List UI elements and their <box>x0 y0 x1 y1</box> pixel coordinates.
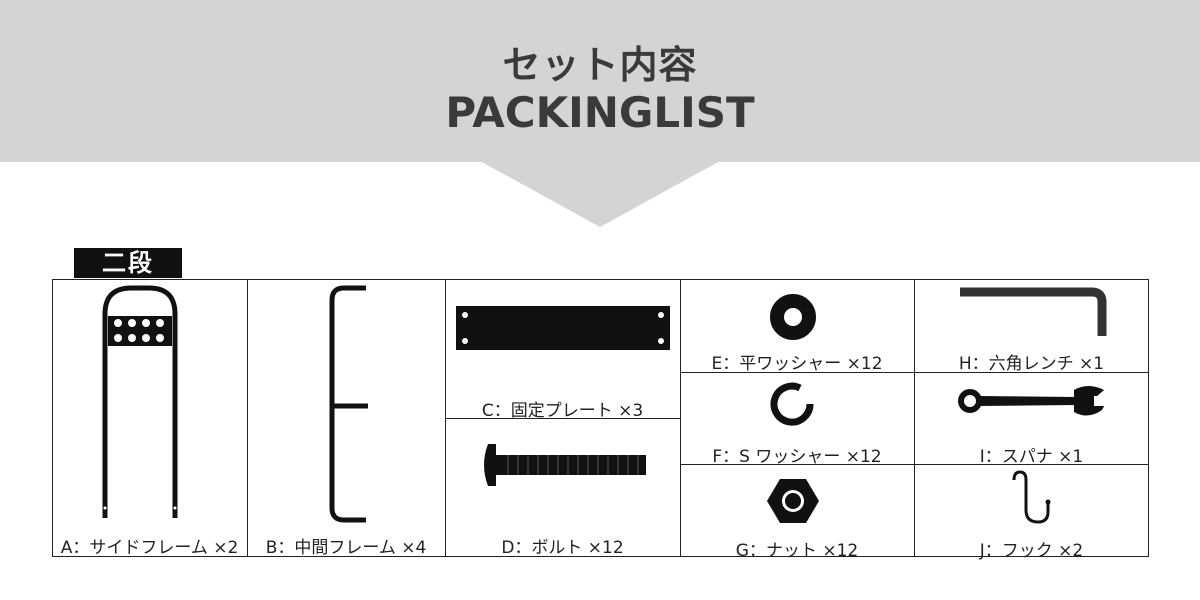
fixing-plate-icon <box>456 306 670 350</box>
s-hook-icon <box>1012 470 1051 524</box>
table-divider <box>680 372 1149 373</box>
nut-icon <box>767 479 819 523</box>
page-title-jp: セット内容 <box>502 43 698 87</box>
section-tag: 二段 <box>74 248 182 278</box>
item-b-label: B：中間フレーム ×4 <box>265 538 427 558</box>
table-divider <box>680 279 681 557</box>
table-divider <box>914 279 915 557</box>
flat-washer-icon <box>770 294 816 340</box>
packing-list-table <box>52 279 1149 557</box>
spring-washer-icon <box>770 382 814 426</box>
banner-arrow-shape <box>480 161 720 227</box>
spanner-icon <box>958 386 1110 416</box>
item-d-label: D：ボルト ×12 <box>501 538 624 558</box>
item-f-label: F：S ワッシャー ×12 <box>712 447 882 467</box>
item-e-label: E：平ワッシャー ×12 <box>711 354 883 374</box>
middle-frame-icon <box>329 285 368 523</box>
header-banner <box>0 0 1200 162</box>
table-divider <box>445 418 680 419</box>
table-divider <box>247 279 248 557</box>
item-g-label: G：ナット ×12 <box>735 541 859 561</box>
side-frame-icon <box>102 285 178 518</box>
item-c-label: C：固定プレート ×3 <box>481 401 644 421</box>
item-i-label: I：スパナ ×1 <box>979 447 1084 467</box>
bolt-icon <box>484 444 646 486</box>
page-title-en: PACKINGLIST <box>445 88 755 137</box>
hex-key-icon <box>960 287 1107 336</box>
item-j-label: J：フック ×2 <box>979 541 1084 561</box>
item-h-label: H：六角レンチ ×1 <box>958 354 1105 374</box>
table-divider <box>680 464 1149 465</box>
item-a-label: A：サイドフレーム ×2 <box>60 538 239 558</box>
